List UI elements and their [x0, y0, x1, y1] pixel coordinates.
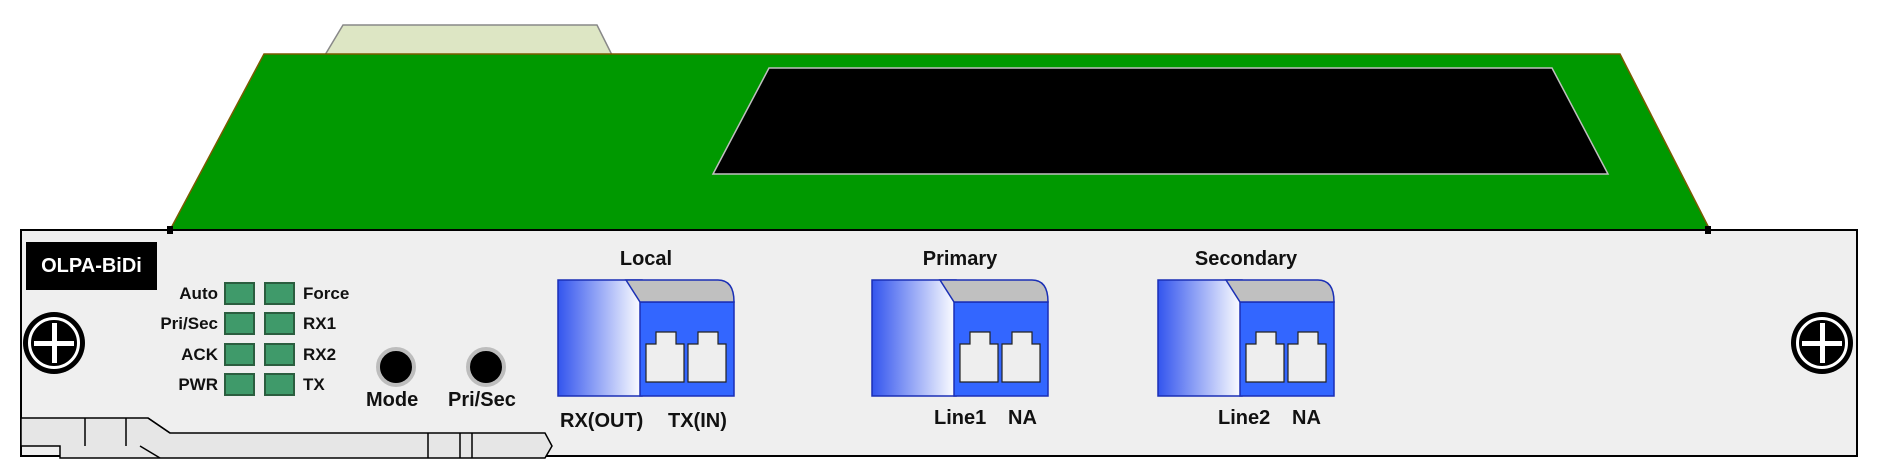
led-auto: [224, 282, 255, 305]
port-title-primary: Primary: [922, 248, 998, 270]
port-label-secondary-na: NA: [1292, 407, 1321, 429]
port-title-local: Local: [619, 248, 673, 270]
led-rx1: [264, 312, 295, 335]
led-label-tx: TX: [303, 375, 325, 394]
port-label-rx-out: RX(OUT): [560, 410, 644, 432]
fiber-socket: [959, 331, 999, 383]
led-label-rx2: RX2: [303, 345, 337, 364]
fiber-socket: [1245, 331, 1285, 383]
led-force: [264, 282, 295, 305]
led-label-prisec: Pri/Sec: [160, 314, 218, 333]
led-label-pwr: PWR: [178, 375, 218, 394]
port-label-line2: Line2: [1218, 407, 1271, 429]
fiber-socket: [1001, 331, 1041, 383]
port-group: [557, 279, 1335, 397]
panel-mount-tab-left: [167, 226, 173, 234]
lc-duplex-connector-icon-local[interactable]: [557, 279, 735, 397]
led-pwr: [224, 373, 255, 396]
led-prisec: [224, 312, 255, 335]
led-label-ack: ACK: [181, 345, 218, 364]
led-label-force: Force: [303, 284, 350, 303]
fiber-socket: [1287, 331, 1327, 383]
model-label: OLPA-BiDi: [26, 242, 157, 290]
screw-icon-right: [1791, 312, 1853, 374]
port-label-tx-in: TX(IN): [668, 410, 727, 432]
lc-duplex-connector-icon-primary[interactable]: [871, 279, 1049, 397]
lc-duplex-connector-icon-secondary[interactable]: [1157, 279, 1335, 397]
panel-mount-tab-right: [1705, 226, 1711, 234]
prisec-button[interactable]: [466, 347, 506, 387]
led-tx: [264, 373, 295, 396]
port-label-line1: Line1: [934, 407, 987, 429]
fiber-socket: [687, 331, 727, 383]
led-ack: [224, 343, 255, 366]
fiber-socket: [645, 331, 685, 383]
mode-button-label: Mode: [366, 389, 419, 411]
pcb-chip: [711, 67, 1610, 175]
screw-icon-left: [23, 312, 85, 374]
ejector-handle: [20, 417, 553, 459]
led-label-rx1: RX1: [303, 314, 337, 333]
prisec-button-label: Pri/Sec: [448, 389, 516, 411]
led-rx2: [264, 343, 295, 366]
mode-button[interactable]: [376, 347, 416, 387]
port-title-secondary: Secondary: [1194, 248, 1298, 270]
port-label-primary-na: NA: [1008, 407, 1037, 429]
edge-connector: [323, 24, 614, 56]
led-label-auto: Auto: [179, 284, 218, 303]
